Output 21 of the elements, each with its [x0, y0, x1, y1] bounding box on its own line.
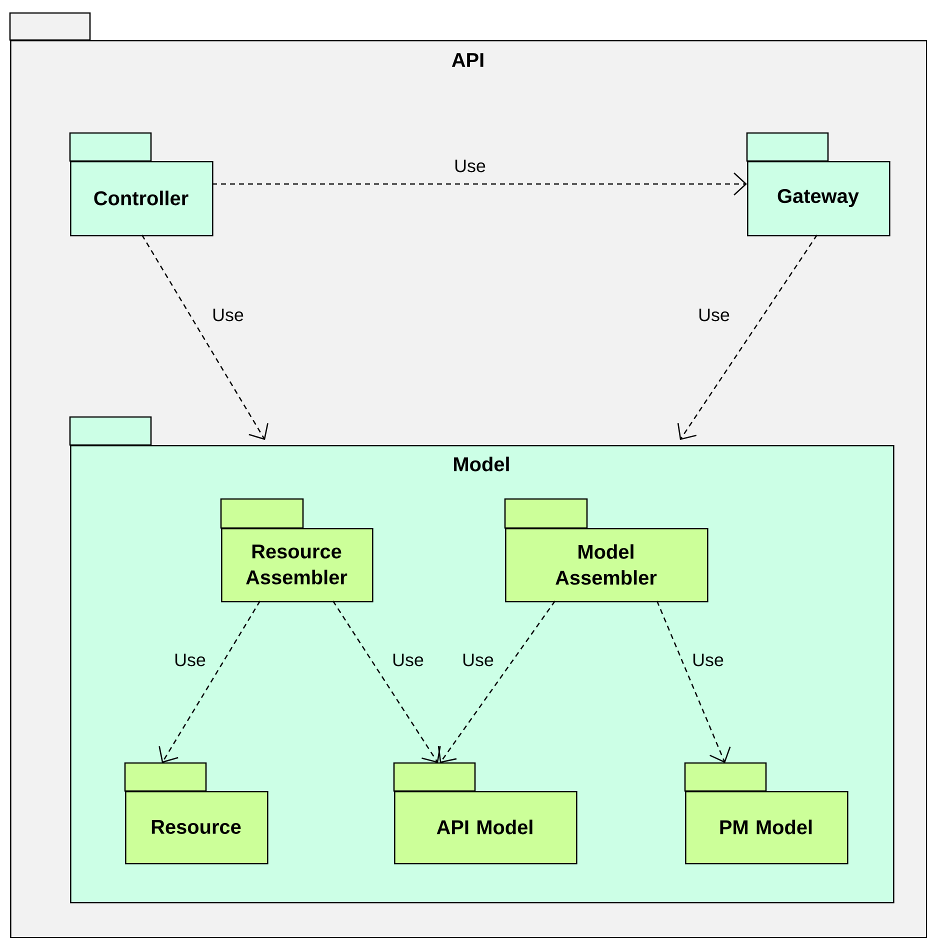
- dependency-arrow: [332, 600, 441, 763]
- dependency-arrow: [158, 600, 261, 763]
- package-box: PM Model: [684, 762, 848, 864]
- dependency-arrow: [656, 600, 731, 763]
- edge-label: Use: [455, 160, 486, 172]
- package-box: Resource: [124, 762, 268, 864]
- package-box: Controller: [69, 132, 214, 236]
- edge-label: Use: [463, 654, 494, 666]
- package-box: Resource Assembler: [220, 498, 374, 602]
- package-box: API Model: [393, 762, 578, 864]
- dependency-arrow: [141, 234, 268, 440]
- edge-label: Use: [393, 654, 424, 666]
- edge-label: Use: [693, 654, 724, 666]
- package-box: Model Assembler: [504, 498, 708, 602]
- edge-label: Use: [213, 308, 244, 322]
- dependency-arrow: [677, 234, 818, 440]
- dependency-arrow: [438, 600, 556, 763]
- edge-label: Use: [699, 308, 730, 322]
- edge-label: Use: [175, 654, 206, 666]
- dependency-arrow: [212, 172, 747, 196]
- package-box: Gateway: [746, 132, 890, 236]
